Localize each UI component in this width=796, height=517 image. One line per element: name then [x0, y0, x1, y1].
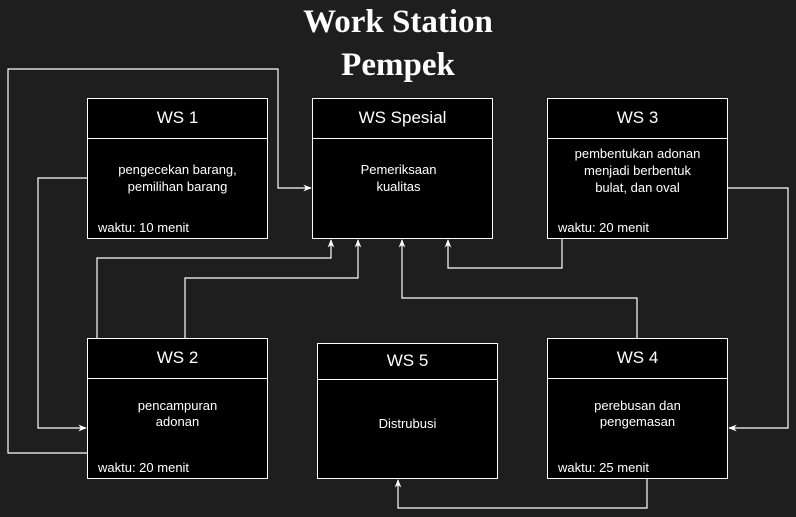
- diagram-title-line-2: Pempek: [341, 47, 455, 83]
- connector-ws2-to-wsspesial-a: [96, 239, 335, 338]
- ws4-box[interactable]: WS 4 perebusan dan pengemasan waktu: 25 …: [547, 338, 728, 479]
- ws3-time: waktu: 20 menit: [558, 220, 650, 235]
- ws2-box[interactable]: WS 2 pencampuran adonan waktu: 20 menit: [87, 338, 268, 479]
- ws4-title: WS 4: [548, 339, 727, 379]
- diagram-title-line-1: Work Station: [303, 4, 493, 40]
- connector-ws3-to-wsspesial: [444, 238, 563, 269]
- ws1-time: waktu: 10 menit: [98, 220, 190, 235]
- wsspesial-title: WS Spesial: [313, 99, 492, 139]
- connector-ws4-to-wsspesial: [398, 239, 638, 338]
- connector-ws2-to-wsspesial-b: [184, 239, 362, 338]
- ws3-title: WS 3: [548, 99, 727, 139]
- connector-ws2-loop-to-wsspesial: [7, 68, 312, 454]
- ws5-desc-line-1: Distrubusi: [378, 416, 437, 431]
- ws1-desc-line-2: pemilihan barang: [127, 179, 228, 194]
- connector-ws1-to-ws2: [37, 177, 87, 432]
- wsspesial-box[interactable]: WS Spesial Pemeriksaan kualitas: [312, 98, 493, 239]
- ws3-desc-line-2: menjadi berbentuk: [584, 163, 691, 178]
- connector-ws3-to-ws4: [727, 187, 789, 432]
- ws4-time: waktu: 25 menit: [558, 460, 650, 475]
- ws1-desc-line-1: pengecekan barang,: [118, 162, 237, 177]
- ws1-title: WS 1: [88, 99, 267, 139]
- ws4-desc-line-2: pengemasan: [599, 414, 676, 429]
- ws1-box[interactable]: WS 1 pengecekan barang, pemilihan barang…: [87, 98, 268, 239]
- ws3-desc-line-3: bulat, dan oval: [595, 180, 680, 195]
- ws4-desc-line-1: perebusan dan: [594, 398, 681, 413]
- ws5-title: WS 5: [318, 344, 497, 380]
- ws2-desc-line-2: adonan: [155, 414, 200, 429]
- ws2-title: WS 2: [88, 339, 267, 379]
- wsspesial-desc-line-1: Pemeriksaan: [360, 162, 437, 177]
- ws2-desc-line-1: pencampuran: [137, 398, 218, 413]
- ws2-time: waktu: 20 menit: [98, 460, 190, 475]
- ws3-desc-line-1: pembentukan adonan: [574, 146, 701, 161]
- ws3-box[interactable]: WS 3 pembentukan adonan menjadi berbentu…: [547, 98, 728, 239]
- ws5-box[interactable]: WS 5 Distrubusi: [317, 343, 498, 479]
- wsspesial-desc-line-2: kualitas: [376, 179, 421, 194]
- connector-ws4-to-ws5: [394, 478, 648, 509]
